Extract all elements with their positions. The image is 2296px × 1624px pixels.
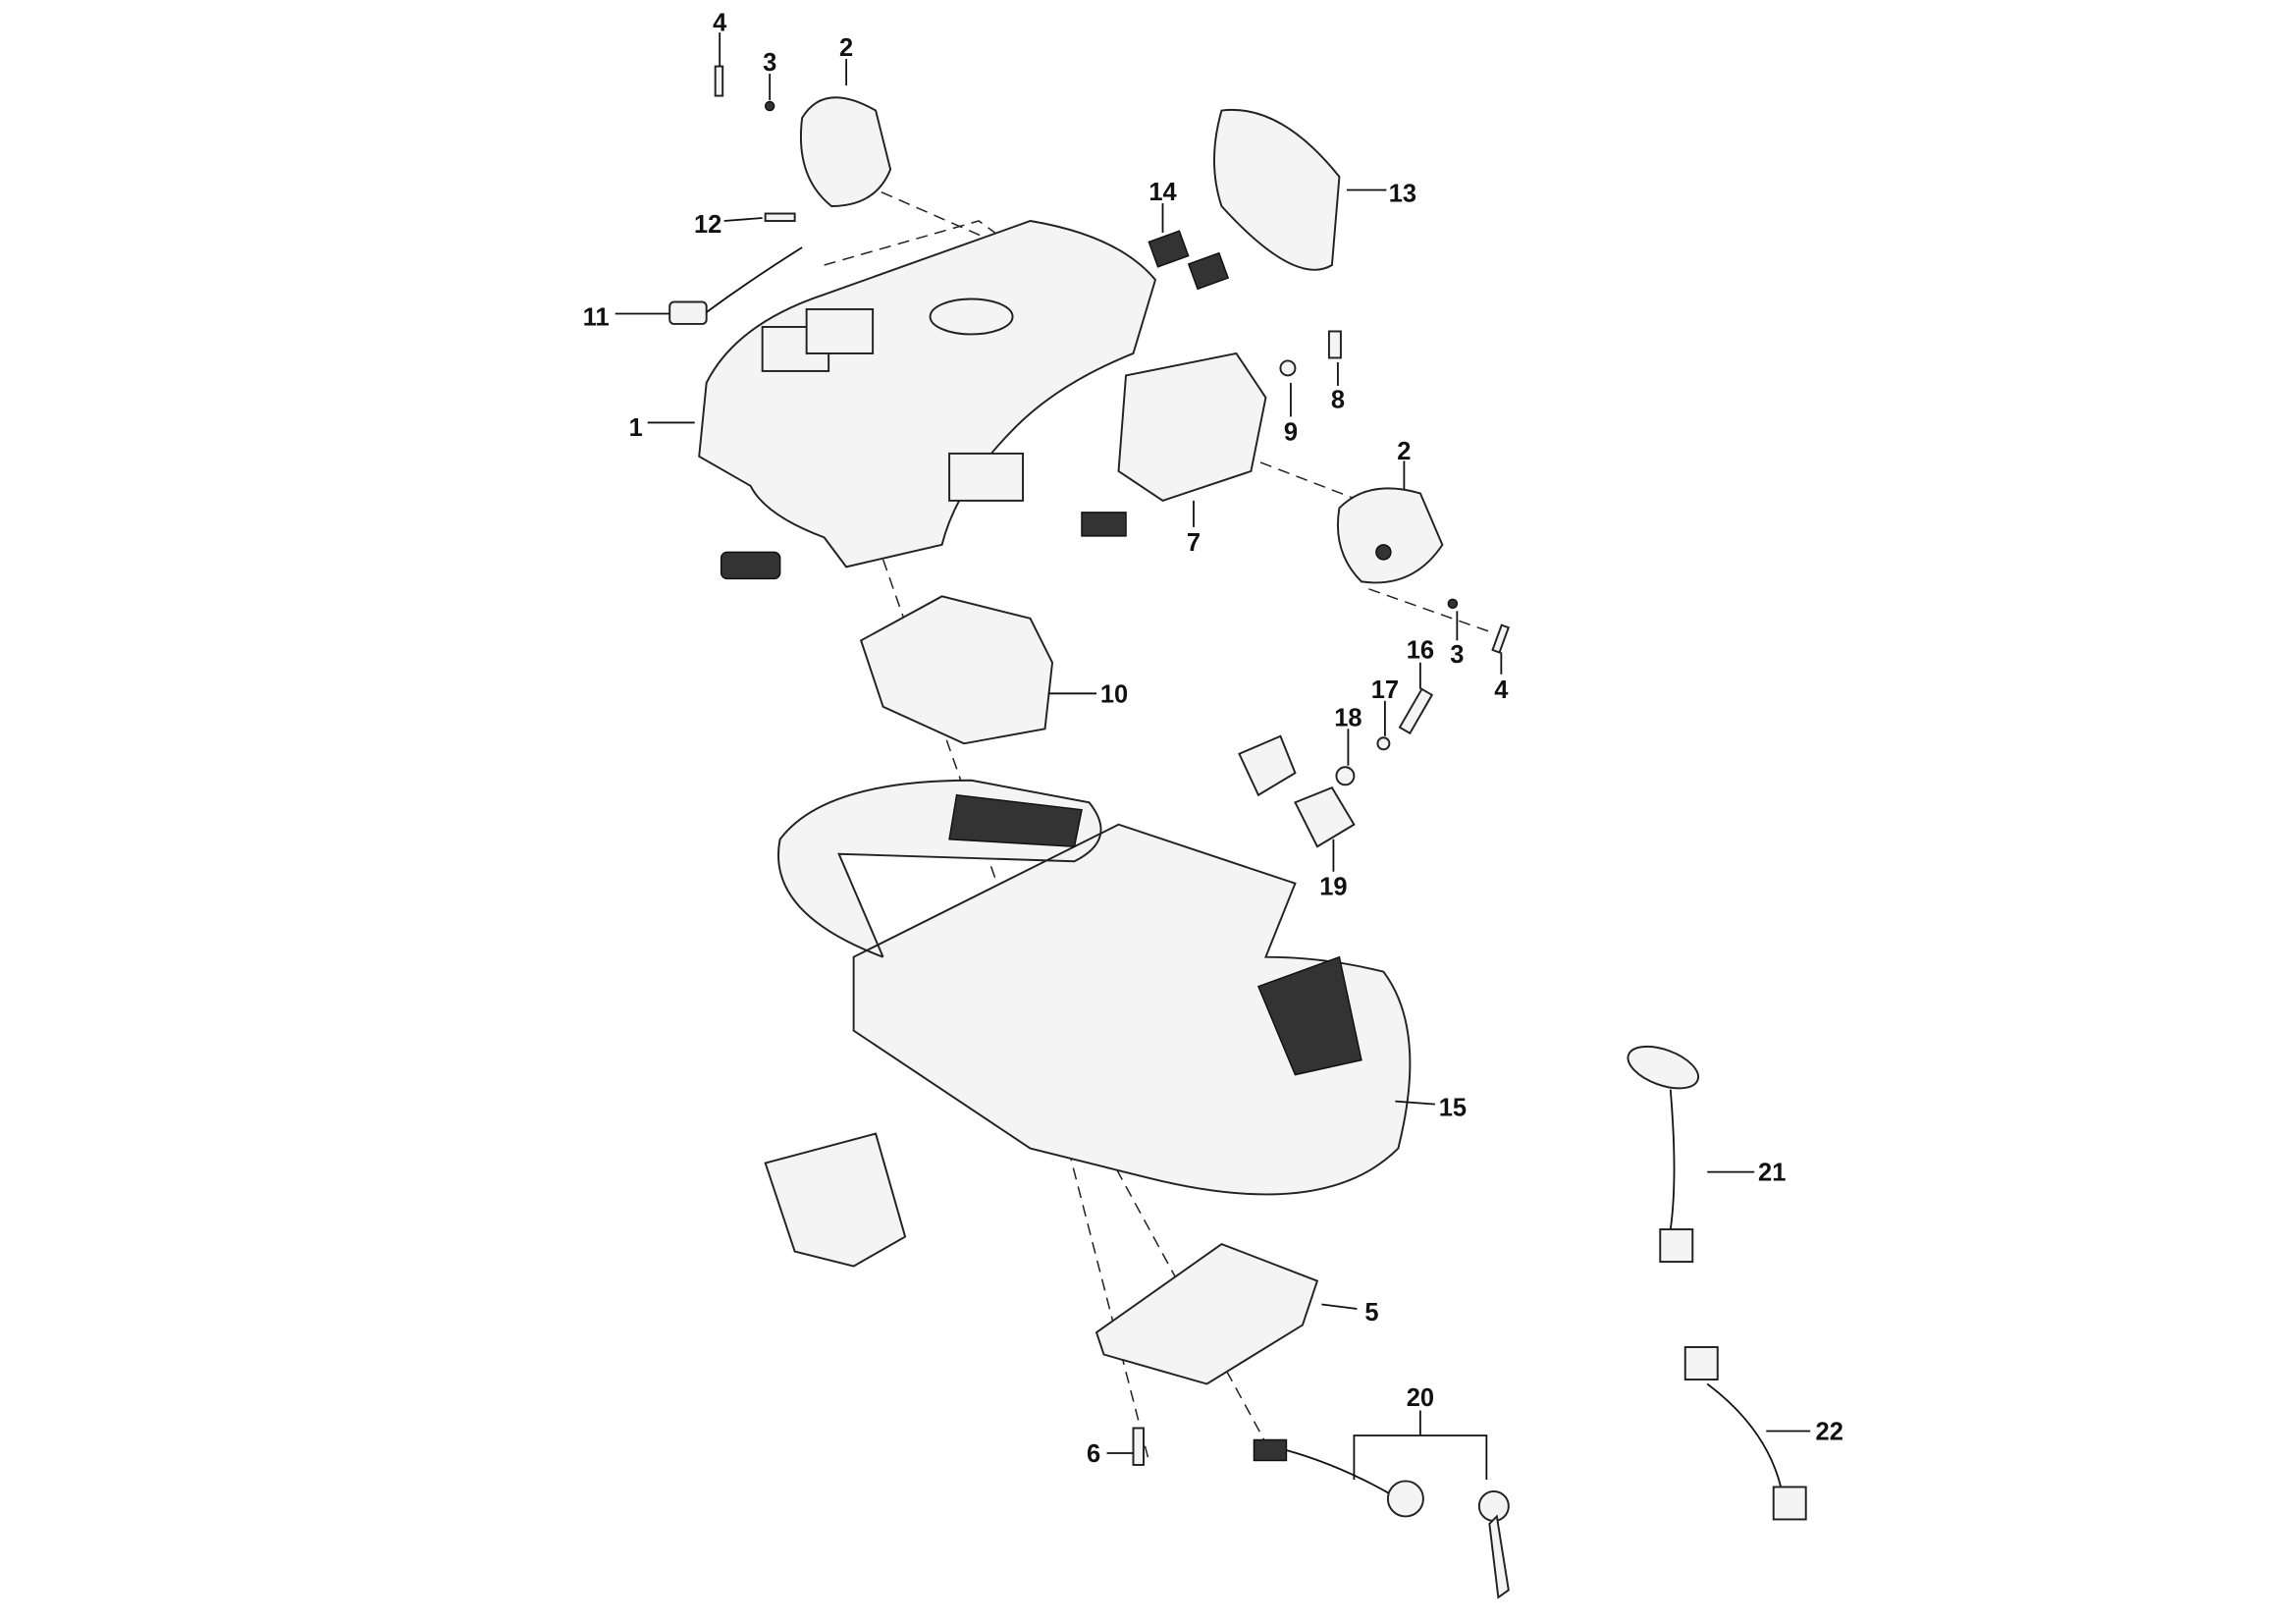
callout-7: 7 bbox=[1187, 529, 1201, 557]
connector bbox=[1081, 512, 1127, 537]
callout-4: 4 bbox=[713, 10, 727, 37]
part-8-screw bbox=[1327, 330, 1342, 359]
callout-1: 1 bbox=[629, 414, 643, 442]
callout-21: 21 bbox=[1758, 1160, 1786, 1187]
part-20-ignition-switch bbox=[1386, 1480, 1424, 1518]
switch-button bbox=[805, 307, 875, 354]
handle-grip-upper bbox=[948, 793, 1083, 848]
part-10-tray bbox=[859, 595, 1054, 745]
part-17-washer bbox=[1376, 736, 1391, 751]
part-1-top-cover bbox=[698, 220, 1157, 568]
part-20-connector bbox=[1253, 1438, 1288, 1462]
part-11-wire bbox=[706, 246, 803, 313]
callout-5: 5 bbox=[1364, 1299, 1378, 1326]
callout-8: 8 bbox=[1331, 386, 1345, 413]
part-4-screw bbox=[1491, 623, 1511, 654]
callout-14: 14 bbox=[1148, 179, 1177, 206]
part-5-cover bbox=[1095, 1242, 1319, 1385]
callout-15: 15 bbox=[1439, 1095, 1467, 1122]
callout-18: 18 bbox=[1334, 704, 1362, 731]
callout-22: 22 bbox=[1816, 1418, 1843, 1445]
part-2-knob-lower bbox=[1336, 487, 1444, 584]
part-18-washer bbox=[1335, 766, 1356, 786]
callout-16: 16 bbox=[1407, 636, 1434, 664]
part-4-screw bbox=[714, 65, 724, 97]
part-15-handle bbox=[777, 779, 1412, 1196]
part-13-cover bbox=[1213, 108, 1341, 271]
callout-6: 6 bbox=[1087, 1440, 1100, 1468]
leader-lines bbox=[614, 32, 1811, 1480]
part-21-button bbox=[1627, 1045, 1700, 1090]
part-2-knob-upper bbox=[799, 96, 892, 207]
callout-9: 9 bbox=[1284, 418, 1298, 446]
callout-2: 2 bbox=[839, 34, 853, 62]
callout-17: 17 bbox=[1371, 677, 1399, 704]
part-19-plate bbox=[1294, 786, 1356, 848]
part-21-wire bbox=[1669, 1089, 1676, 1230]
callout-20: 20 bbox=[1407, 1384, 1434, 1412]
handle-stem bbox=[764, 1132, 907, 1268]
callout-2: 2 bbox=[1397, 438, 1411, 465]
part-22-wire bbox=[1706, 1382, 1783, 1488]
horn-button bbox=[929, 298, 1014, 336]
part-22-connector bbox=[1772, 1486, 1807, 1521]
part-11-harness-connector bbox=[668, 300, 708, 325]
part-12-screw bbox=[764, 212, 796, 222]
part-16-bolt bbox=[1398, 687, 1434, 735]
part-20-key-nut bbox=[1477, 1489, 1510, 1522]
switch-button bbox=[948, 452, 1025, 502]
callout-4: 4 bbox=[1494, 677, 1509, 704]
handle-grip-lower bbox=[1256, 955, 1362, 1076]
part-9-washer bbox=[1279, 359, 1297, 377]
callout-19: 19 bbox=[1319, 874, 1347, 901]
part-3-washer bbox=[1447, 598, 1459, 610]
part-20-wire bbox=[1286, 1449, 1392, 1495]
callout-3: 3 bbox=[1450, 641, 1464, 669]
part-22-connector bbox=[1683, 1346, 1719, 1380]
part-14-spring bbox=[1148, 230, 1190, 268]
callout-3: 3 bbox=[763, 49, 776, 77]
callout-13: 13 bbox=[1389, 181, 1416, 208]
part-20-key bbox=[1488, 1514, 1510, 1599]
part-21-connector bbox=[1659, 1228, 1694, 1264]
part-7-bracket bbox=[1117, 352, 1267, 502]
part-19-plate bbox=[1238, 734, 1297, 797]
callout-10: 10 bbox=[1100, 680, 1128, 708]
part-3-washer bbox=[764, 100, 775, 112]
callout-12: 12 bbox=[694, 211, 721, 239]
knob-hole bbox=[1375, 544, 1392, 561]
connector-plug bbox=[720, 551, 781, 580]
callout-11: 11 bbox=[583, 303, 610, 331]
part-14-spring bbox=[1187, 251, 1230, 291]
part-6-screw bbox=[1132, 1427, 1145, 1466]
